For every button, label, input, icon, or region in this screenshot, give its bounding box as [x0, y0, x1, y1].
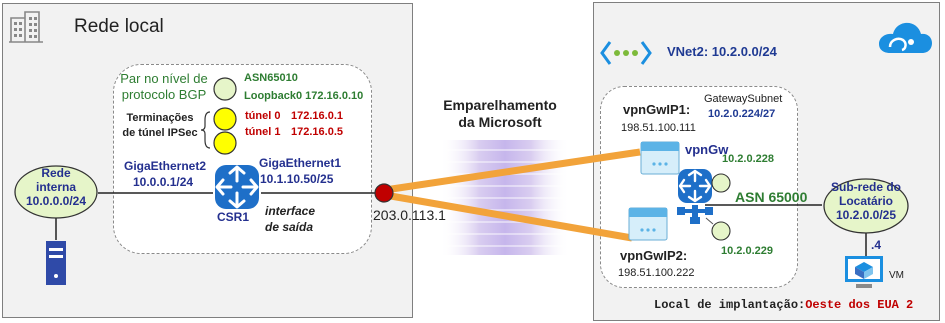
location-value: Oeste dos EUA 2	[805, 298, 914, 312]
bgp-peer-circle	[213, 77, 237, 101]
tunnel-1-circle	[213, 131, 237, 155]
vpngw-name: vpnGw	[685, 142, 729, 157]
vm-icon	[845, 256, 883, 288]
tunnel-1-label: túnel 1	[245, 126, 281, 138]
bgp-connector-2	[705, 217, 714, 225]
tunnel-0-circle	[213, 107, 237, 131]
tunnel-0-label: túnel 0	[245, 110, 281, 122]
bgp-ip2-circle	[711, 221, 731, 241]
ipsec-brace	[200, 111, 211, 149]
exit-interface-label: interface de saída	[265, 204, 316, 235]
tunnel-1-line	[384, 148, 641, 194]
bgp-ip1-label: 10.2.0.228	[722, 153, 774, 165]
loopback-label: Loopback0 172.16.0.10	[244, 90, 364, 102]
tenant-subnet-ellipse	[823, 178, 909, 234]
microsoft-peering-cloud	[440, 140, 570, 255]
vpngw-ip1-addr: 198.51.100.111	[621, 122, 696, 134]
tunnel-1-ip: 172.16.0.5	[291, 126, 343, 138]
router-name: CSR1	[217, 210, 250, 224]
internal-network-label: Rede interna 10.0.0.0/24	[25, 166, 87, 209]
vm-label: VM	[889, 270, 904, 281]
microsoft-peering-label: Emparelhamento da Microsoft	[443, 97, 557, 131]
ipsec-terminations-label: Terminações de túnel IPSec	[122, 112, 198, 140]
bgp-ip1-circle	[711, 173, 731, 193]
bgp-peer-label: Par no nível de protocolo BGP	[120, 71, 208, 103]
router-config-box	[113, 64, 372, 254]
tenant-subnet-label: Sub-rede do Locatário 10.2.0.0/25	[830, 180, 901, 223]
gigaethernet2-name: GigaEthernet2	[124, 159, 207, 173]
tunnel-0-ip: 172.16.0.1	[291, 110, 343, 122]
vnet-label: VNet2: 10.2.0.0/24	[667, 44, 777, 59]
location-label: Local de implantação:	[654, 298, 806, 312]
gigaethernet1-name: GigaEthernet1	[259, 156, 342, 170]
vm-ip-suffix: .4	[871, 238, 882, 252]
tunnel-2-line	[384, 191, 633, 242]
asn-65000-label: ASN 65000	[735, 189, 808, 205]
vnet-icon	[600, 41, 652, 65]
vpngw-ip1-name: vpnGwIP1:	[623, 102, 691, 117]
public-ip-2-icon	[628, 207, 668, 241]
vpngw-ip2-name: vpnGwIP2:	[620, 248, 688, 263]
public-ip-label: 203.0.113.1	[373, 207, 446, 223]
building-icon	[9, 11, 43, 43]
gigaethernet1-ip: 10.1.10.50/25	[260, 172, 334, 186]
deployment-location: Local de implantação:Oeste dos EUA 2	[654, 298, 914, 312]
gateway-subnet-ip: 10.2.0.224/27	[708, 108, 776, 120]
gateway-subnet-name: GatewaySubnet	[704, 93, 783, 105]
gigaethernet2-ip: 10.0.0.1/24	[133, 175, 194, 189]
bgp-ip2-label: 10.2.0.229	[721, 245, 773, 257]
azure-cloud-icon	[879, 22, 932, 53]
public-endpoint-dot	[374, 183, 394, 203]
on-premises-title: Rede local	[74, 16, 164, 37]
internal-network-ellipse	[14, 165, 98, 219]
asn-label: ASN65010	[244, 72, 298, 84]
vpn-gateway-icon	[677, 169, 713, 224]
vpngw-ip2-addr: 198.51.100.222	[618, 267, 695, 279]
router-icon	[215, 165, 259, 209]
public-ip-1-icon	[640, 141, 680, 175]
server-icon	[46, 241, 66, 285]
